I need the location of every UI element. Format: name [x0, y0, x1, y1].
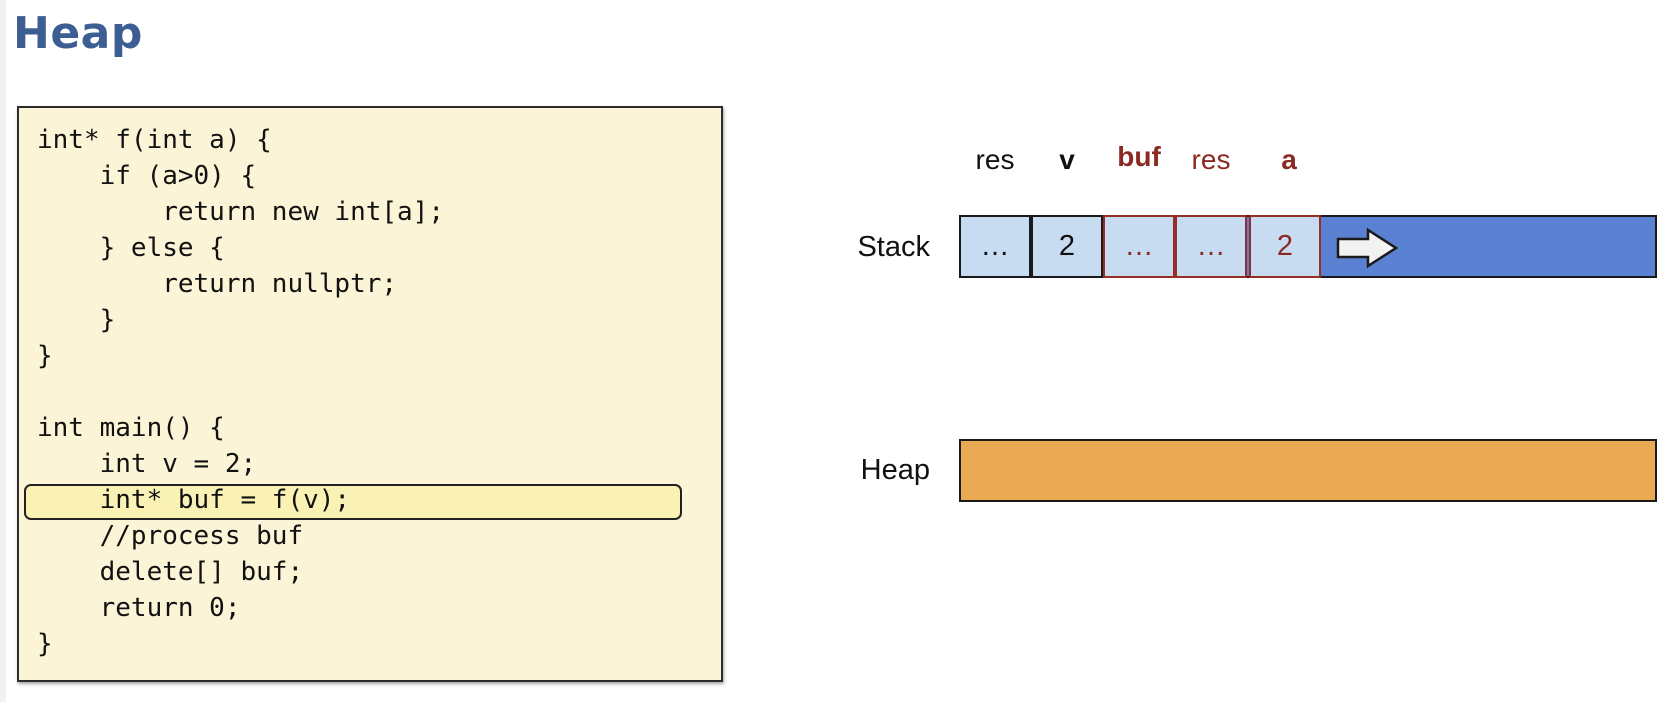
code-line: int* f(int a) {	[37, 125, 272, 155]
code-line: delete[] buf;	[37, 557, 304, 587]
code-line: int main() {	[37, 413, 225, 443]
code-line: int v = 2;	[37, 449, 257, 479]
stack-cell-v: 2	[1031, 215, 1103, 278]
code-line: //process buf	[37, 521, 304, 551]
stack-cell-res-frame: …	[1175, 215, 1247, 278]
code-line: return 0;	[37, 593, 241, 623]
heap-bar	[959, 439, 1657, 502]
current-line-highlight	[24, 484, 682, 520]
code-line: }	[37, 341, 53, 371]
stack-cell-a: 2	[1249, 215, 1321, 278]
code-line: }	[37, 629, 53, 659]
stack-cell-buf: …	[1103, 215, 1175, 278]
left-edge-shade	[0, 0, 6, 702]
right-arrow-icon	[1336, 228, 1399, 268]
heap-label: Heap	[860, 454, 930, 486]
slot-label-v: v	[1059, 144, 1075, 175]
stack-label: Stack	[857, 231, 930, 263]
slot-label-a: a	[1281, 144, 1297, 175]
code-line: return new int[a];	[37, 197, 444, 227]
page-title: Heap	[13, 8, 143, 59]
slot-label-res: res	[975, 144, 1015, 175]
code-line-highlighted: int* buf = f(v);	[37, 485, 351, 515]
stack-cell-res: …	[959, 215, 1031, 278]
slot-label-res-frame: res	[1191, 144, 1231, 175]
code-line: }	[37, 305, 116, 335]
code-line: return nullptr;	[37, 269, 398, 299]
code-line: if (a>0) {	[37, 161, 257, 191]
slot-label-buf: buf	[1117, 141, 1161, 172]
code-block: int* f(int a) { if (a>0) { return new in…	[17, 106, 723, 682]
code-line: } else {	[37, 233, 225, 263]
